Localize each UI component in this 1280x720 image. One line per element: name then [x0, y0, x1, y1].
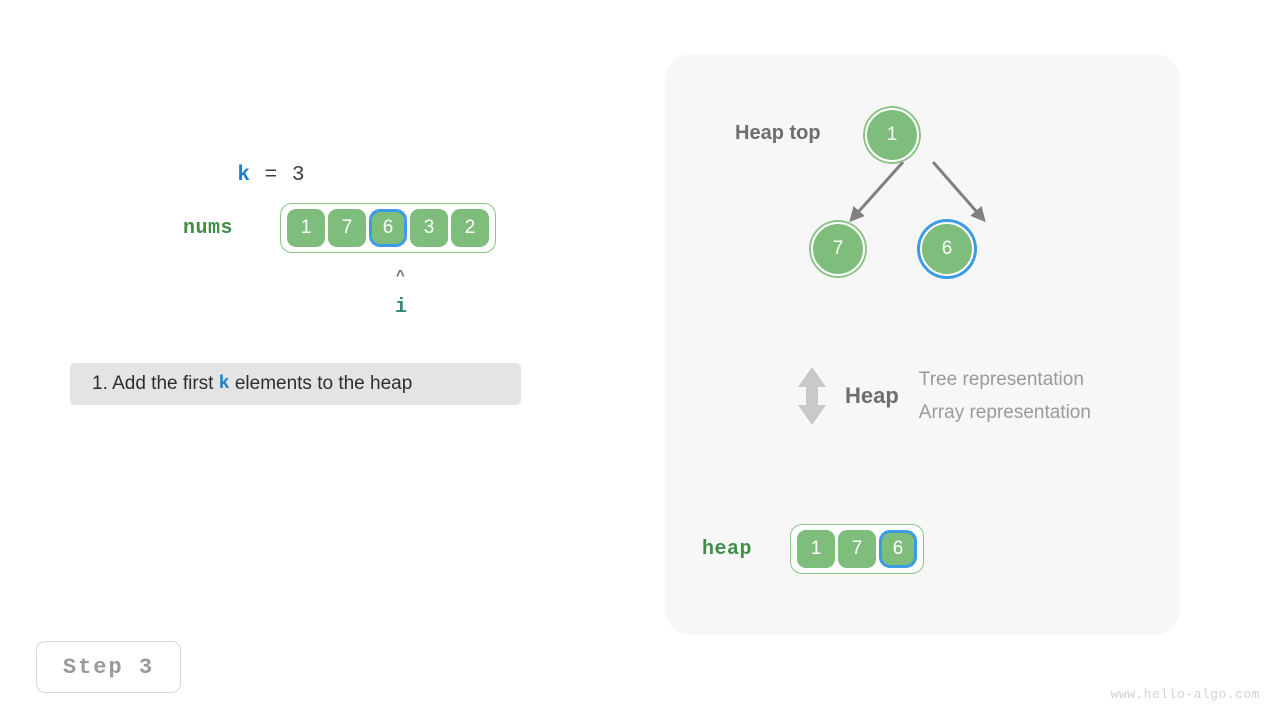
nums-cell[interactable]: 7	[328, 209, 366, 247]
legend-heap-word: Heap	[845, 383, 899, 408]
double-arrow-vertical-icon	[798, 367, 826, 425]
tree-node-right-child-highlighted[interactable]: 6	[920, 222, 974, 276]
step-caption: 1. Add the first k elements to the heap	[70, 363, 521, 405]
nums-array-label: nums	[183, 217, 234, 240]
left-panel: k = 3 nums 1 7 6 3 2 ^ i 1. Add the firs…	[70, 141, 521, 405]
tree-node-left-child[interactable]: 7	[811, 222, 865, 276]
legend-array-representation: Array representation	[918, 401, 1091, 423]
heap-top-label: Heap top	[735, 122, 821, 144]
nums-cell-highlighted[interactable]: 6	[369, 209, 407, 247]
k-variable-value: 3	[291, 164, 306, 187]
heap-cell-highlighted[interactable]: 6	[879, 530, 917, 568]
k-variable-line: k = 3	[183, 141, 305, 210]
nums-cell[interactable]: 1	[287, 209, 325, 247]
tree-node-root[interactable]: 1	[865, 108, 919, 162]
k-variable-name: k	[237, 164, 252, 187]
nums-cell[interactable]: 2	[451, 209, 489, 247]
heap-legend: Heap Tree representation Array represent…	[795, 365, 1091, 427]
caption-prefix: 1. Add the first	[92, 373, 219, 394]
index-pointer-caret-icon: ^	[396, 268, 406, 285]
caption-suffix: elements to the heap	[229, 373, 413, 394]
step-badge: Step 3	[36, 641, 181, 693]
index-pointer-label: i	[395, 296, 408, 319]
legend-representation-texts: Tree representation Array representation	[919, 369, 1091, 424]
k-equals-sign: =	[251, 164, 292, 187]
nums-array: 1 7 6 3 2	[280, 203, 496, 253]
watermark: www.hello-algo.com	[1110, 687, 1260, 702]
caption-highlight-k: k	[218, 374, 230, 394]
nums-cell[interactable]: 3	[410, 209, 448, 247]
heap-cell[interactable]: 1	[797, 530, 835, 568]
legend-tree-representation: Tree representation	[918, 368, 1084, 390]
heap-array: 1 7 6	[790, 524, 924, 574]
heap-array-label: heap	[702, 538, 753, 561]
heap-cell[interactable]: 7	[838, 530, 876, 568]
